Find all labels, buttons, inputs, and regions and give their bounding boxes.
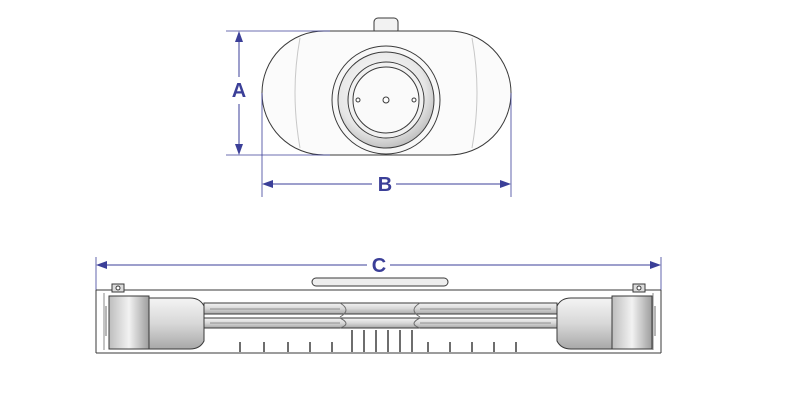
left-lamp-connector: [148, 297, 205, 350]
top-mount-bar: [311, 277, 449, 287]
dimension-label-a: A: [232, 80, 246, 102]
lamp-tube-lower: [203, 317, 558, 329]
right-end-cap: [611, 295, 653, 350]
lamp-tube-upper: [203, 302, 558, 315]
right-clip: [632, 283, 646, 293]
right-lamp-connector: [556, 297, 613, 350]
dimension-label-b: B: [378, 174, 392, 196]
dimension-label-c: C: [372, 255, 386, 277]
left-end-cap: [108, 295, 150, 350]
dimension-b: [261, 93, 512, 197]
dimension-a: [226, 30, 330, 156]
dimension-c: [95, 257, 662, 298]
top-view: [261, 17, 512, 156]
left-clip: [111, 283, 125, 293]
lamp-socket: [331, 45, 441, 155]
cooling-fins: [239, 330, 517, 352]
side-view: [95, 277, 662, 354]
